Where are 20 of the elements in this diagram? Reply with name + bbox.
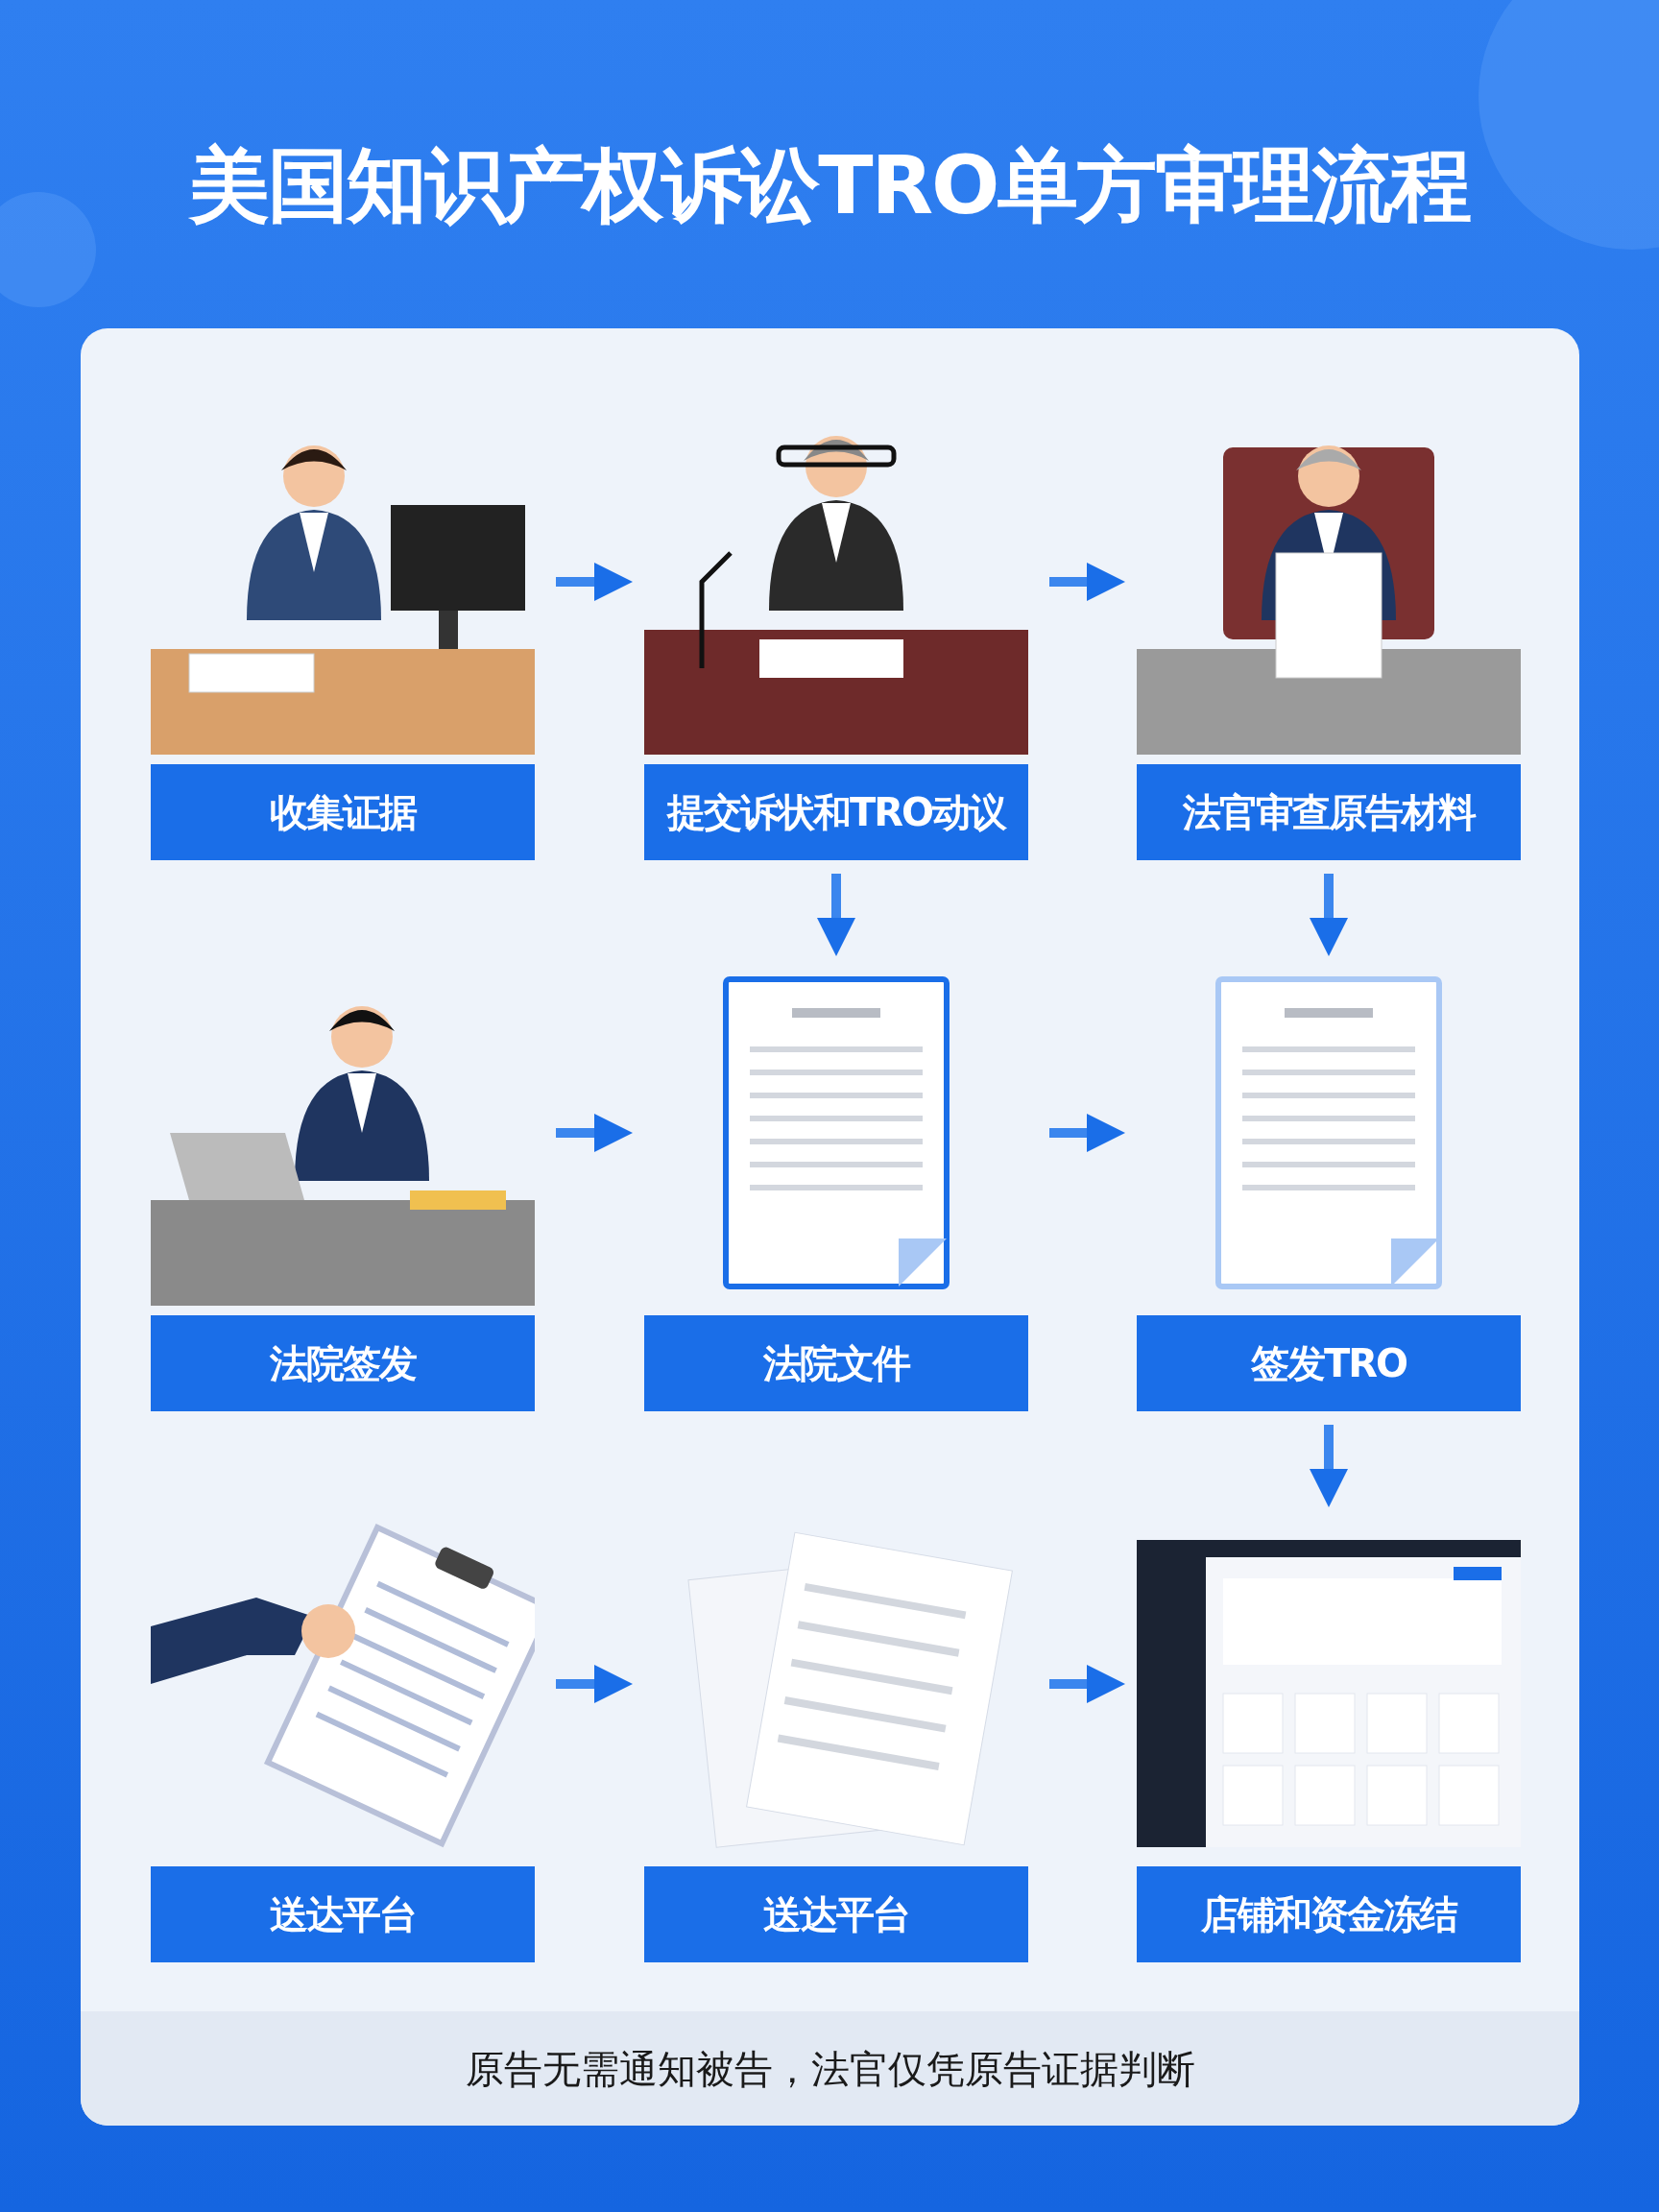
step-label: 法院签发 (151, 1315, 535, 1411)
arrow (1049, 1665, 1125, 1703)
step-label: 法官审查原告材料 (1137, 764, 1521, 860)
step-label: 店铺和资金冻结 (1137, 1866, 1521, 1962)
step-label: 收集证据 (151, 764, 535, 860)
arrow (556, 1114, 633, 1152)
arrow (556, 1665, 633, 1703)
title: 美国知识产权诉讼TRO单方审理流程 (187, 137, 1472, 234)
arrow (1310, 874, 1348, 956)
arrow (556, 563, 633, 601)
step-label: 签发TRO (1137, 1315, 1521, 1411)
arrow (1049, 563, 1125, 601)
step-label: 法院文件 (644, 1315, 1028, 1411)
step-label: 提交诉状和TRO动议 (644, 764, 1028, 860)
step-label: 送达平台 (644, 1866, 1028, 1962)
note-text: 原告无需通知被告，法官仅凭原告证据判断 (465, 2045, 1195, 2093)
step-label: 送达平台 (151, 1866, 535, 1962)
arrow (1049, 1114, 1125, 1152)
arrow (1310, 1425, 1348, 1507)
arrow (817, 874, 855, 956)
